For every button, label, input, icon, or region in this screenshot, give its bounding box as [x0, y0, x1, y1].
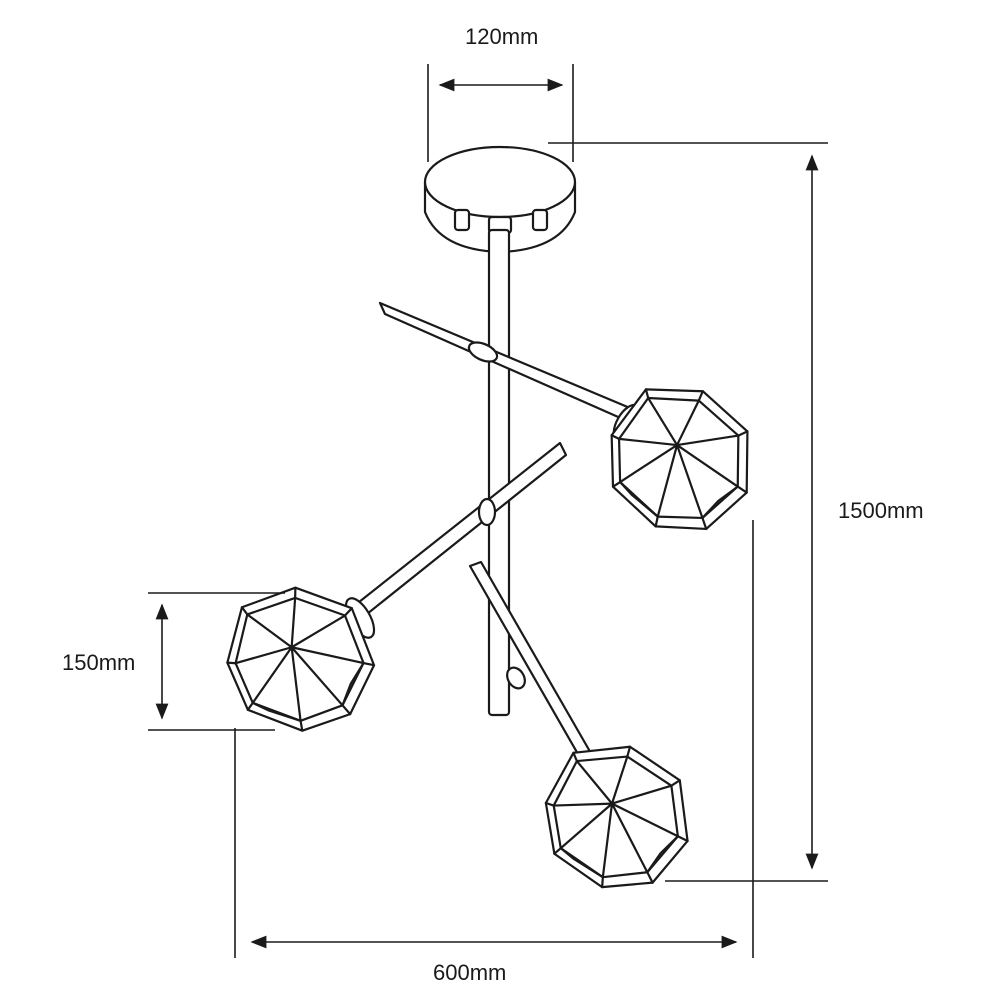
dimension-lines	[148, 64, 828, 958]
canopy-width-label: 120mm	[465, 24, 539, 49]
canopy	[423, 145, 577, 254]
upper-arm	[378, 301, 632, 422]
upper-right-shade	[593, 373, 767, 545]
left-shade	[215, 575, 385, 743]
total-height-label: 1500mm	[838, 498, 924, 523]
lower-shade	[539, 740, 695, 894]
total-width-label: 600mm	[433, 960, 507, 985]
middle-arm	[352, 441, 568, 620]
center-stem	[487, 228, 511, 717]
shade-height-label: 150mm	[62, 650, 136, 675]
